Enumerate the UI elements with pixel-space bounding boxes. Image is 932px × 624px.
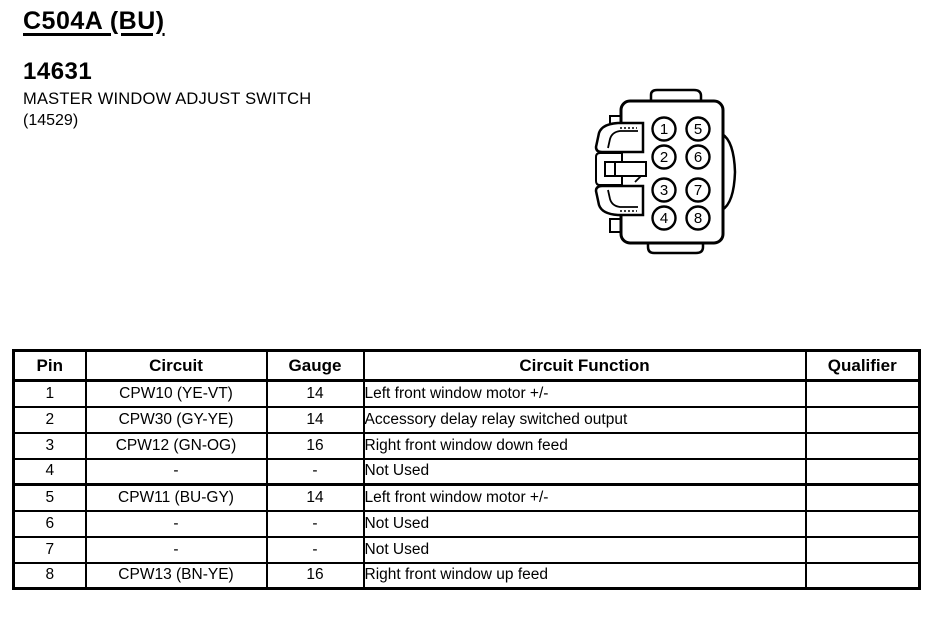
connector-pin-3: 3 xyxy=(651,177,677,203)
cell-circuit: CPW11 (BU-GY) xyxy=(84,483,268,512)
column-header-circuit-function: Circuit Function xyxy=(362,349,807,382)
connector-pin-2: 2 xyxy=(651,144,677,170)
connector-latch-shape xyxy=(594,115,647,233)
cell-pin: 1 xyxy=(12,379,87,408)
svg-text:8: 8 xyxy=(694,210,702,227)
svg-text:6: 6 xyxy=(694,149,702,166)
connector-id-title: C504A (BU) xyxy=(23,7,165,35)
connector-pin-1: 1 xyxy=(651,116,677,142)
cell-qualifier xyxy=(804,535,921,564)
connector-pin-5: 5 xyxy=(685,116,711,142)
cell-gauge: 16 xyxy=(265,431,365,460)
cell-gauge: 14 xyxy=(265,405,365,434)
cell-function: Right front window down feed xyxy=(362,431,807,460)
svg-text:3: 3 xyxy=(660,182,668,199)
cell-pin: 2 xyxy=(12,405,87,434)
cell-circuit: CPW13 (BN-YE) xyxy=(84,561,268,590)
cell-qualifier xyxy=(804,379,921,408)
cell-gauge: 14 xyxy=(265,483,365,512)
cell-circuit: - xyxy=(84,509,268,538)
table-row: 4--Not Used xyxy=(12,457,921,486)
cell-function: Left front window motor +/- xyxy=(362,483,807,512)
column-header-qualifier: Qualifier xyxy=(804,349,921,382)
cell-gauge: 14 xyxy=(265,379,365,408)
cell-function: Left front window motor +/- xyxy=(362,379,807,408)
cell-gauge: - xyxy=(265,457,365,486)
column-header-pin: Pin xyxy=(12,349,87,382)
cell-circuit: CPW10 (YE-VT) xyxy=(84,379,268,408)
cell-qualifier xyxy=(804,483,921,512)
connector-top-tab-shape xyxy=(649,88,703,102)
cell-circuit: CPW12 (GN-OG) xyxy=(84,431,268,460)
connector-face-diagram: 1 2 3 4 5 6 7 8 xyxy=(594,88,737,255)
cell-circuit: - xyxy=(84,457,268,486)
column-header-gauge: Gauge xyxy=(265,349,365,382)
cell-pin: 6 xyxy=(12,509,87,538)
cell-qualifier xyxy=(804,431,921,460)
connector-pin-4: 4 xyxy=(651,205,677,231)
cell-function: Not Used xyxy=(362,457,807,486)
cell-gauge: 16 xyxy=(265,561,365,590)
connector-bottom-tab-shape xyxy=(646,242,705,255)
cell-pin: 7 xyxy=(12,535,87,564)
cell-circuit: CPW30 (GY-YE) xyxy=(84,405,268,434)
svg-text:2: 2 xyxy=(660,149,668,166)
svg-text:1: 1 xyxy=(660,121,668,138)
column-header-circuit: Circuit xyxy=(84,349,268,382)
component-name: MASTER WINDOW ADJUST SWITCH xyxy=(23,90,312,108)
connector-pin-7: 7 xyxy=(685,177,711,203)
table-row: 7--Not Used xyxy=(12,535,921,564)
cell-function: Not Used xyxy=(362,509,807,538)
cell-circuit: - xyxy=(84,535,268,564)
cell-gauge: - xyxy=(265,535,365,564)
cell-pin: 8 xyxy=(12,561,87,590)
svg-text:7: 7 xyxy=(694,182,702,199)
cell-gauge: - xyxy=(265,509,365,538)
cell-qualifier xyxy=(804,509,921,538)
cell-function: Right front window up feed xyxy=(362,561,807,590)
svg-text:4: 4 xyxy=(660,210,668,227)
connector-pin-6: 6 xyxy=(685,144,711,170)
cell-qualifier xyxy=(804,457,921,486)
cell-qualifier xyxy=(804,561,921,590)
cell-pin: 3 xyxy=(12,431,87,460)
connector-pins: 1 2 3 4 5 6 7 8 xyxy=(651,116,711,231)
cell-function: Not Used xyxy=(362,535,807,564)
cell-function: Accessory delay relay switched output xyxy=(362,405,807,434)
cell-qualifier xyxy=(804,405,921,434)
cell-pin: 5 xyxy=(12,483,87,512)
component-ref: (14529) xyxy=(23,112,79,129)
svg-text:5: 5 xyxy=(694,121,702,138)
connector-pin-8: 8 xyxy=(685,205,711,231)
connector-right-bulge-shape xyxy=(721,132,737,212)
cell-pin: 4 xyxy=(12,457,87,486)
table-row: 6--Not Used xyxy=(12,509,921,538)
part-number: 14631 xyxy=(23,58,93,85)
